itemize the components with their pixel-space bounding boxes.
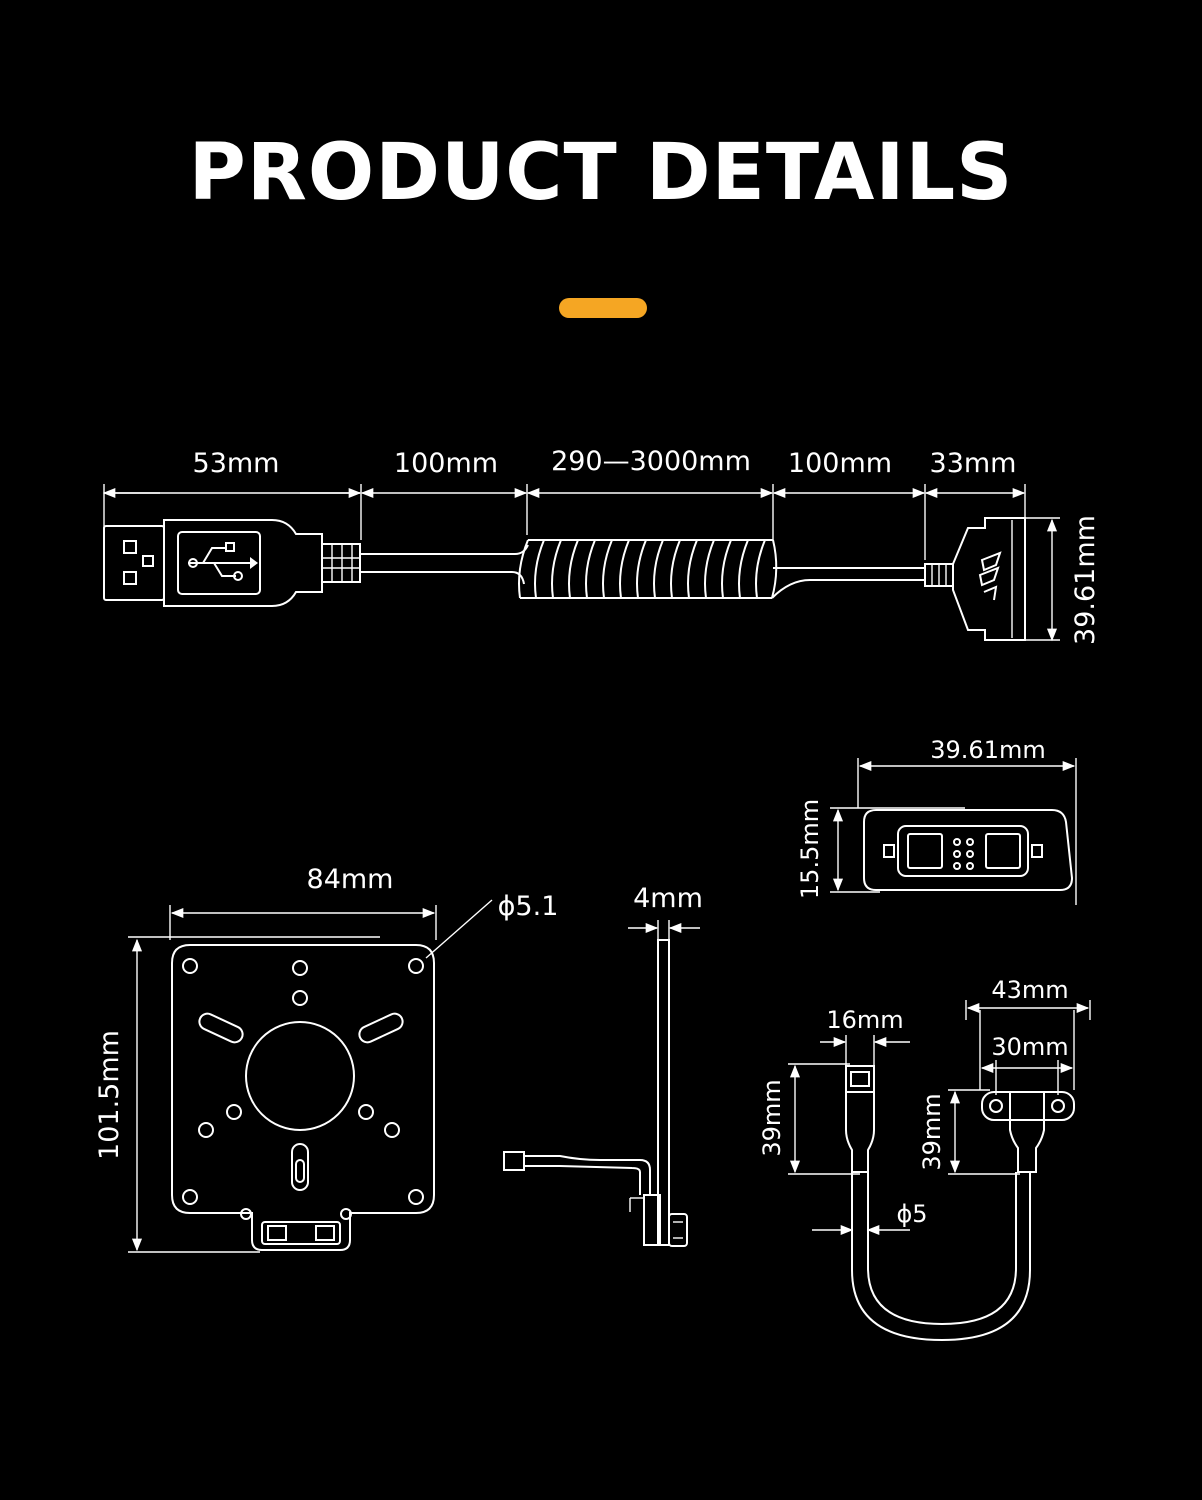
dim-plate-height-label: 101.5mm bbox=[94, 1030, 125, 1160]
dim-connector-height-label: 39.61mm bbox=[1070, 515, 1101, 645]
page-title: PRODUCT DETAILS bbox=[188, 128, 1014, 218]
cable-side-view: 53mm 100mm 290—3000mm 100mm 33mm 39.61mm bbox=[102, 446, 1101, 645]
dim-usb-plug-label: 53mm bbox=[193, 448, 280, 479]
title-accent-bar bbox=[559, 298, 647, 318]
dim-plate-hole-label: ϕ5.1 bbox=[498, 891, 559, 922]
dim-coil-label: 290—3000mm bbox=[551, 446, 751, 477]
mounting-plate-view: 84mm ϕ5.1 101.5mm bbox=[94, 864, 559, 1253]
usb-plug-tip bbox=[103, 525, 165, 601]
dim-straight-2-label: 100mm bbox=[788, 448, 892, 479]
dim-connector-label: 33mm bbox=[930, 448, 1017, 479]
cable-end-view: 16mm 43mm 30mm 39mm 39mm ϕ5 bbox=[758, 976, 1091, 1342]
dim-plate-width-label: 84mm bbox=[307, 864, 394, 895]
usb-icon bbox=[188, 542, 258, 581]
dim-plug-length-label: 39mm bbox=[758, 1079, 786, 1156]
plate-side-view: 4mm bbox=[503, 883, 703, 1247]
dim-plate-thickness-label: 4mm bbox=[633, 883, 703, 914]
connector-body bbox=[952, 517, 1026, 641]
dim-hole-spacing-label: 30mm bbox=[991, 1033, 1068, 1061]
usb-strain-relief bbox=[321, 543, 361, 583]
dim-straight-1-label: 100mm bbox=[394, 448, 498, 479]
brand-logo-icon bbox=[978, 551, 1002, 601]
dim-cable-diameter-label: ϕ5 bbox=[896, 1200, 927, 1228]
dim-end-width-label: 39.61mm bbox=[930, 736, 1045, 764]
dim-flange-width-label: 43mm bbox=[991, 976, 1068, 1004]
dim-end-height-label: 15.5mm bbox=[796, 799, 824, 899]
connector-end-view: 39.61mm 15.5mm bbox=[796, 736, 1077, 905]
cable-straight-1 bbox=[360, 544, 529, 555]
usb-plug-body bbox=[163, 519, 323, 607]
coiled-cable bbox=[518, 539, 778, 599]
dim-plug-width-label: 16mm bbox=[826, 1006, 903, 1034]
dim-flange-length-label: 39mm bbox=[918, 1093, 946, 1170]
